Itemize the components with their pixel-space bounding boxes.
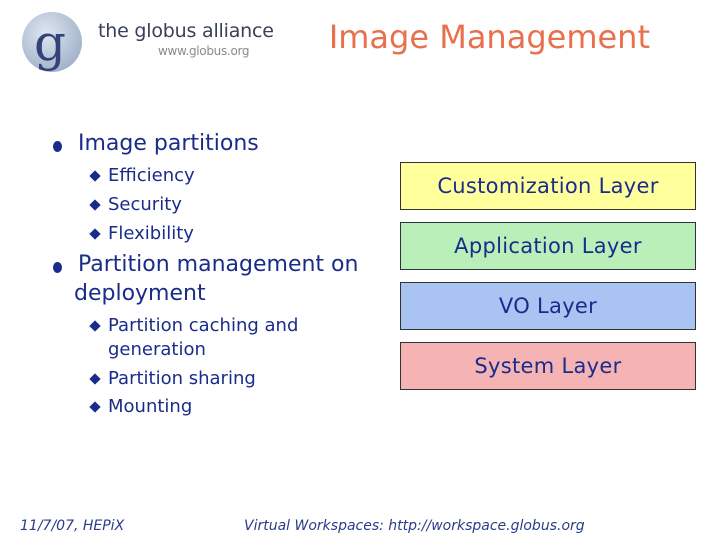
bullet-partition-management-line1: Partition management on xyxy=(78,252,359,277)
layer-vo: VO Layer xyxy=(400,282,696,330)
footer-date: 11/7/07, HEPiX xyxy=(20,518,125,534)
layer-customization: Customization Layer xyxy=(400,162,696,210)
sub-bullet-diamond-icon xyxy=(89,228,101,240)
logo-name: the globus alliance xyxy=(98,20,274,42)
layer-customization-label: Customization Layer xyxy=(437,174,659,198)
layer-system: System Layer xyxy=(400,342,696,390)
bullet-dot-icon xyxy=(53,141,62,152)
sub-bullet-partition-caching: Partition caching and xyxy=(108,315,299,336)
sub-bullet-diamond-icon xyxy=(89,320,101,332)
layer-system-label: System Layer xyxy=(474,354,622,378)
sub-bullet-flexibility: Flexibility xyxy=(108,223,194,244)
sub-bullet-diamond-icon xyxy=(89,170,101,182)
sub-bullet-mounting: Mounting xyxy=(108,396,193,417)
logo-url: www.globus.org xyxy=(158,44,250,58)
sub-bullet-diamond-icon xyxy=(89,373,101,385)
slide-title: Image Management xyxy=(328,18,650,56)
layer-vo-label: VO Layer xyxy=(498,294,598,318)
sub-bullet-partition-sharing: Partition sharing xyxy=(108,368,256,389)
sub-bullet-partition-caching-cont: generation xyxy=(108,339,206,360)
sub-bullet-security: Security xyxy=(108,194,182,215)
sub-bullet-diamond-icon xyxy=(89,401,101,413)
bullet-dot-icon xyxy=(53,262,62,273)
footer-source: Virtual Workspaces: http://workspace.glo… xyxy=(244,518,585,534)
bullet-partition-management-line2: deployment xyxy=(74,281,206,306)
layer-application: Application Layer xyxy=(400,222,696,270)
bullet-image-partitions: Image partitions xyxy=(78,131,259,156)
sub-bullet-efficiency: Efficiency xyxy=(108,165,195,186)
globus-logo: g the globus alliance www.globus.org xyxy=(14,6,274,76)
globus-g-icon: g xyxy=(22,12,82,72)
svg-text:g: g xyxy=(34,14,66,72)
layer-application-label: Application Layer xyxy=(454,234,642,258)
sub-bullet-diamond-icon xyxy=(89,199,101,211)
